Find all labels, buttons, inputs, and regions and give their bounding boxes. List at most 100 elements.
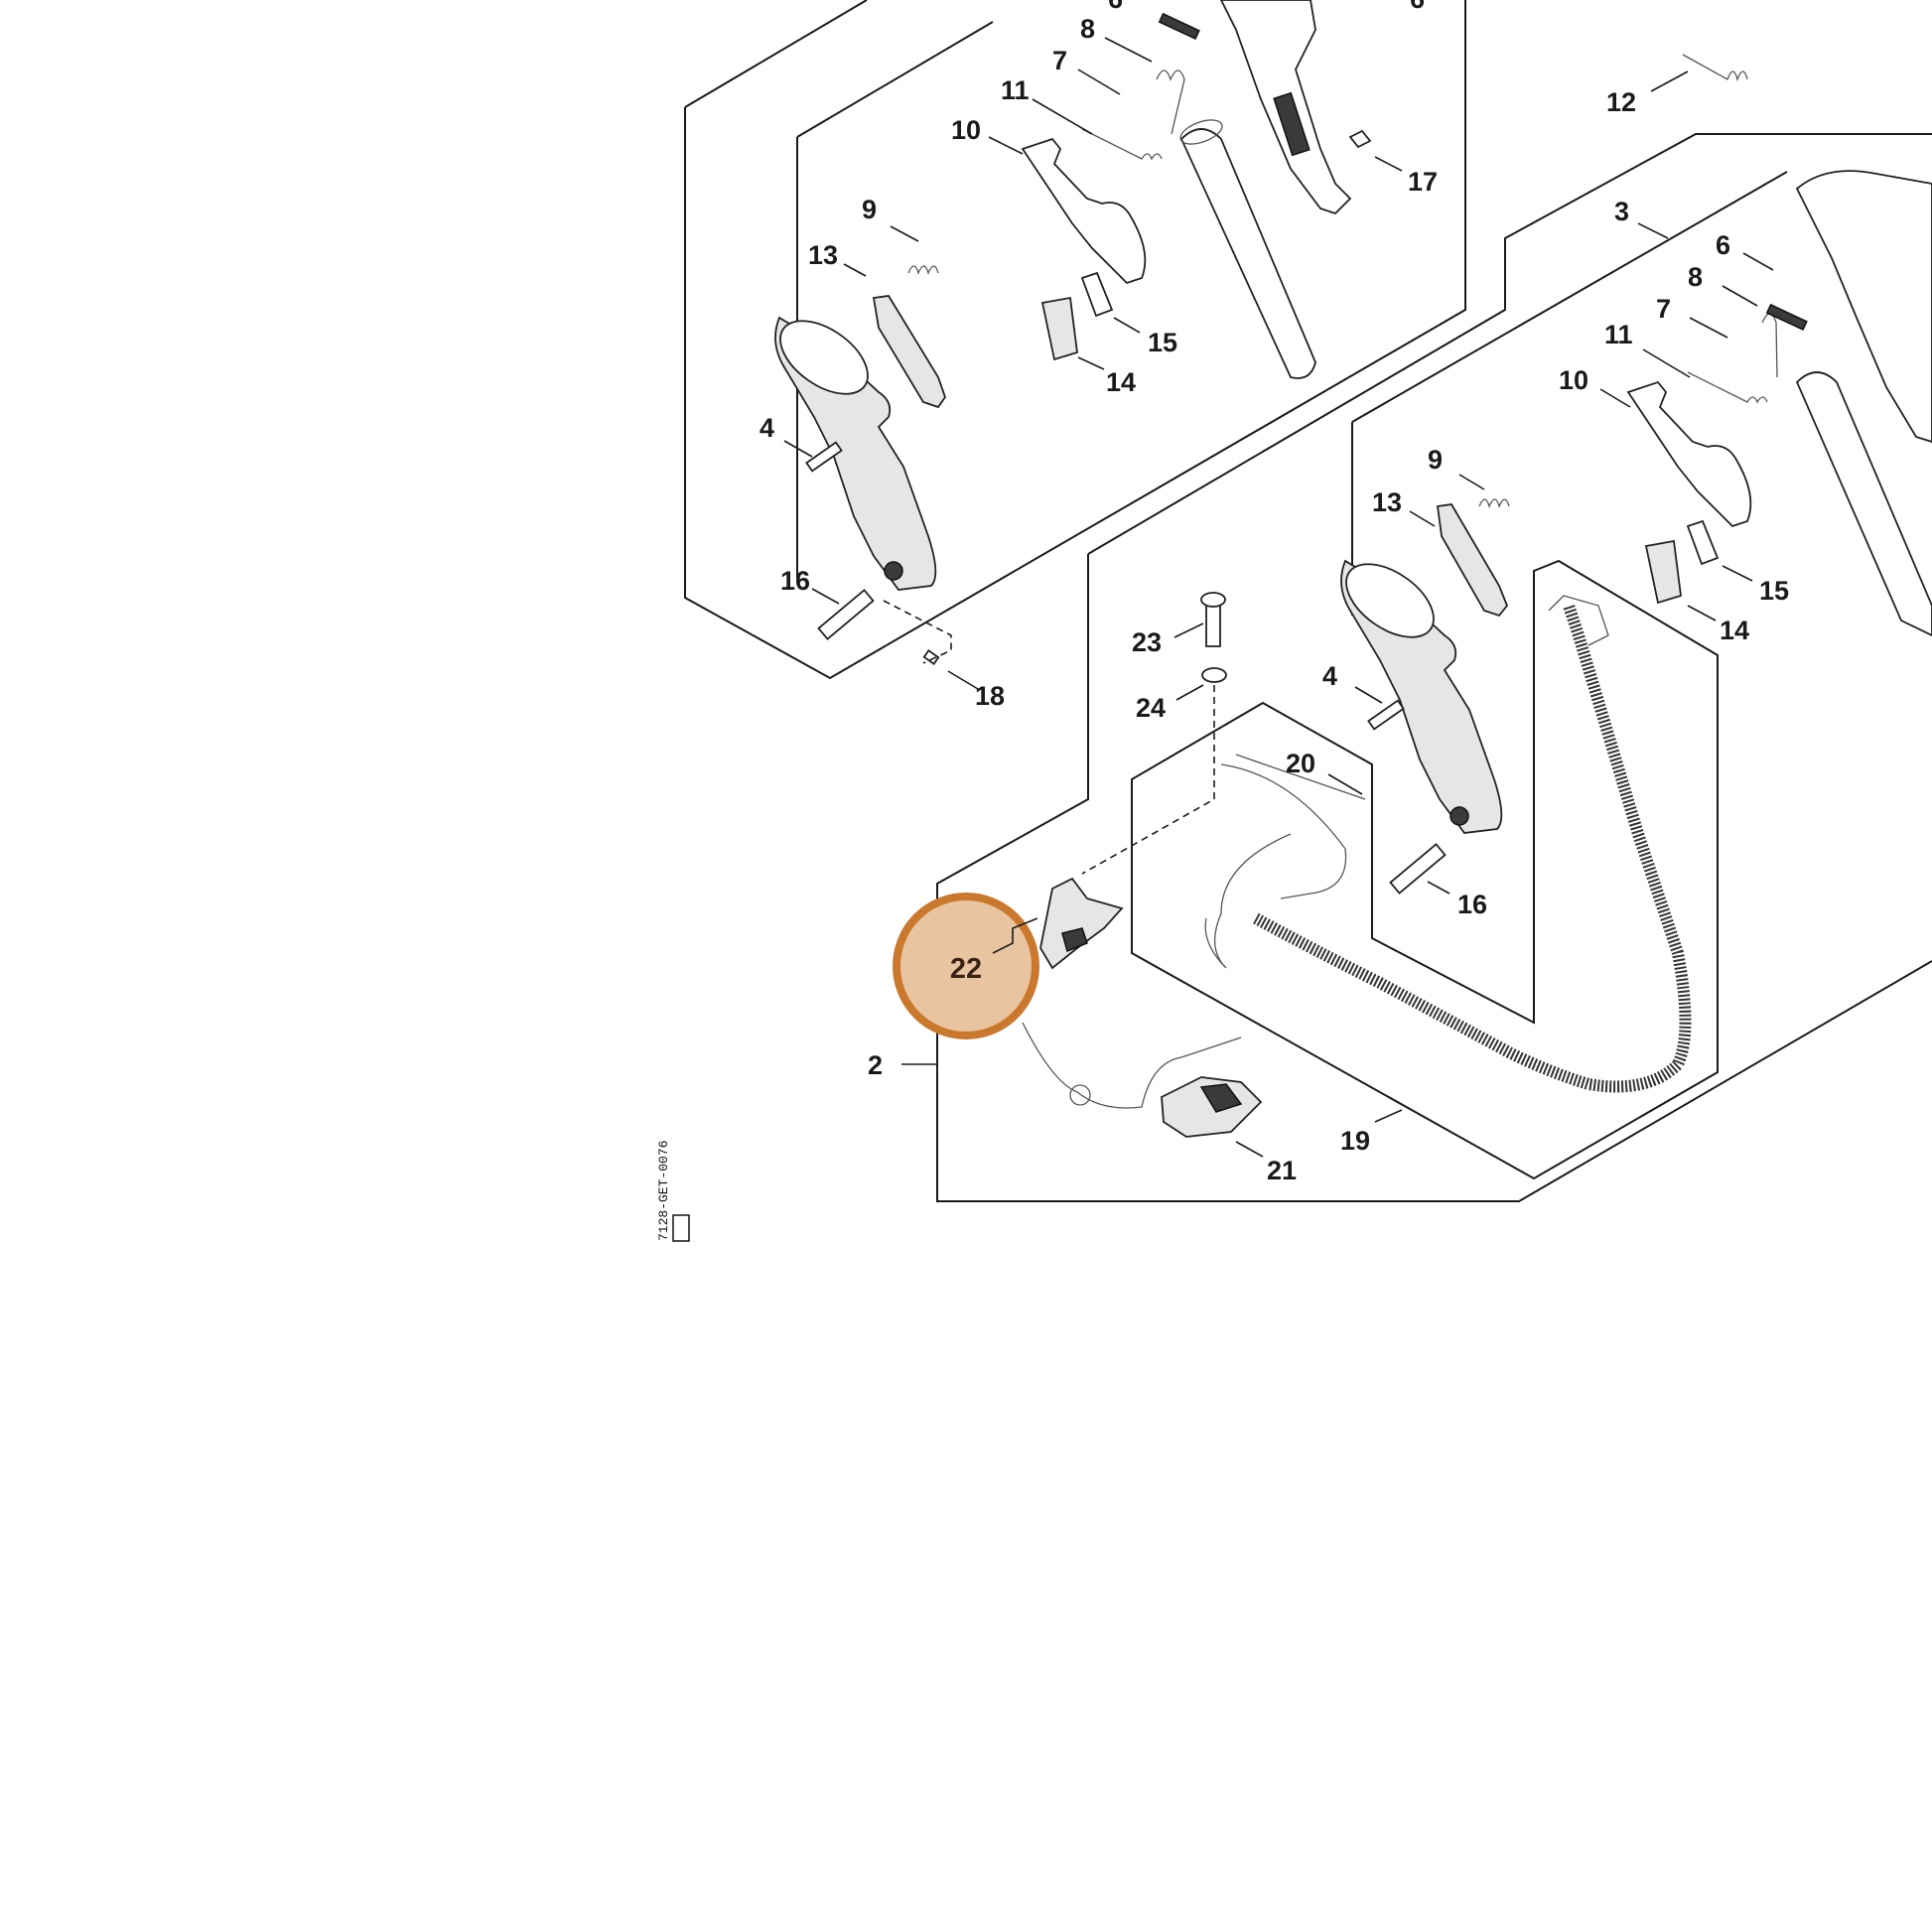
highlight-callout-22[interactable]: 22 <box>893 893 1039 1039</box>
frame-assembly-3 <box>936 133 1932 1202</box>
spring-7-right <box>1761 313 1778 378</box>
right-assembly-parts <box>1340 170 1932 895</box>
leader-11-top <box>1032 98 1093 135</box>
label-13-right: 13 <box>1372 487 1402 517</box>
screw-23-head <box>1200 592 1226 608</box>
label-18-top: 18 <box>975 681 1005 711</box>
document-code-block: 7128-GET-0076 <box>656 1141 690 1242</box>
handle-pivot-right <box>1449 806 1469 826</box>
leader-15-right <box>1722 565 1753 582</box>
clip-18-top <box>922 649 940 665</box>
spring-9-right <box>1478 498 1510 508</box>
tube-top-opening <box>1179 119 1223 145</box>
coiled-harness-19 <box>1253 604 1692 1093</box>
leader-15-top <box>1113 317 1141 334</box>
screw-16-right <box>1389 843 1447 895</box>
label-24: 24 <box>1136 693 1166 723</box>
label-9-right: 9 <box>1428 445 1443 475</box>
leader-12 <box>1650 70 1689 92</box>
label-10-top: 10 <box>951 115 981 145</box>
leader-lines <box>783 37 1774 1158</box>
screw-4-right <box>1367 699 1405 731</box>
label-23: 23 <box>1132 627 1162 657</box>
screw-23 <box>1205 600 1221 647</box>
frame-top-assembly-outer <box>684 0 1466 680</box>
leader-9-top <box>890 225 919 242</box>
label-6-right: 6 <box>1716 230 1730 260</box>
throttle-trigger-part <box>1021 137 1147 285</box>
frame-wiring-subassembly <box>1131 559 1719 1180</box>
part-14-right <box>1644 539 1682 605</box>
dash-top-assembly <box>883 600 952 664</box>
leader-9-right <box>1458 474 1485 490</box>
spring-12 <box>1682 54 1748 82</box>
washer-24 <box>1201 667 1227 683</box>
label-7-top: 7 <box>1052 46 1067 75</box>
leader-14-right <box>1687 605 1717 621</box>
callout-label-22: 22 <box>950 953 982 985</box>
label-19: 19 <box>1340 1126 1370 1156</box>
label-8-top: 8 <box>1080 14 1095 44</box>
leader-4-right <box>1354 686 1383 704</box>
callout-circle[interactable] <box>893 893 1039 1039</box>
upper-housing-right <box>1795 170 1932 443</box>
leader-18-top <box>947 670 979 690</box>
label-15-top: 15 <box>1148 328 1177 357</box>
label-16-right: 16 <box>1457 890 1487 919</box>
handle-pivot <box>884 561 903 581</box>
screw-4-top <box>805 441 843 473</box>
screw-16-top <box>817 589 875 640</box>
harness-19-end <box>1548 595 1609 646</box>
grommet-21 <box>1069 1084 1091 1106</box>
label-4-right: 4 <box>1322 661 1337 691</box>
label-11-top: 11 <box>1001 75 1030 105</box>
connector-22-detail <box>1061 927 1088 953</box>
wire-lead-22-area <box>1204 833 1292 969</box>
leader-13-right <box>1409 510 1436 527</box>
tube-part <box>1179 128 1316 379</box>
throttle-trigger-right <box>1626 380 1752 528</box>
label-14-top: 14 <box>1106 367 1136 397</box>
leader-7-right <box>1689 317 1728 339</box>
label-6-top-right: 6 <box>1410 0 1425 14</box>
top-assembly-parts <box>774 0 1748 665</box>
wiring-subassembly-parts <box>1022 592 1692 1138</box>
label-3: 3 <box>1614 197 1629 226</box>
switch-21-detail <box>1199 1083 1243 1113</box>
leader-13-top <box>843 263 867 277</box>
label-10-right: 10 <box>1559 365 1588 395</box>
leader-16-right <box>1427 881 1450 895</box>
label-13-top: 13 <box>808 240 838 270</box>
leader-24 <box>1175 684 1204 701</box>
connector-bracket-22 <box>1039 877 1124 970</box>
leader-3 <box>1637 222 1669 239</box>
leader-8-right <box>1722 285 1758 307</box>
leader-14-top <box>1077 356 1105 370</box>
screw-8-right <box>1765 303 1808 331</box>
part-15-top <box>1080 271 1114 318</box>
lever-plate-right <box>1436 503 1509 618</box>
leader-16-top <box>811 588 840 605</box>
document-code-box <box>672 1214 690 1242</box>
spring-7-top <box>1156 69 1185 135</box>
label-7-right: 7 <box>1656 294 1671 324</box>
switch-21 <box>1161 1076 1263 1138</box>
part-labels: 6 6 8 7 11 10 9 13 15 14 4 16 18 12 17 3… <box>759 0 1789 1185</box>
housing-detail-a <box>1273 91 1311 157</box>
leader-21 <box>1235 1141 1264 1158</box>
dash-23-24 <box>1081 685 1215 875</box>
document-code: 7128-GET-0076 <box>656 1141 671 1241</box>
label-6-top: 6 <box>1108 0 1123 14</box>
handle-grip-top-right <box>1345 563 1435 638</box>
lever-plate-part <box>872 295 947 409</box>
leader-8-top <box>1104 37 1153 63</box>
part-14-top <box>1040 296 1078 361</box>
label-16-top: 16 <box>780 566 810 596</box>
label-4-top: 4 <box>759 413 774 443</box>
leader-6-right <box>1742 252 1774 271</box>
label-2: 2 <box>868 1050 883 1080</box>
label-14-right: 14 <box>1720 616 1749 645</box>
tube-right <box>1795 371 1932 636</box>
leader-20 <box>1327 773 1363 795</box>
leader-23 <box>1173 622 1204 638</box>
